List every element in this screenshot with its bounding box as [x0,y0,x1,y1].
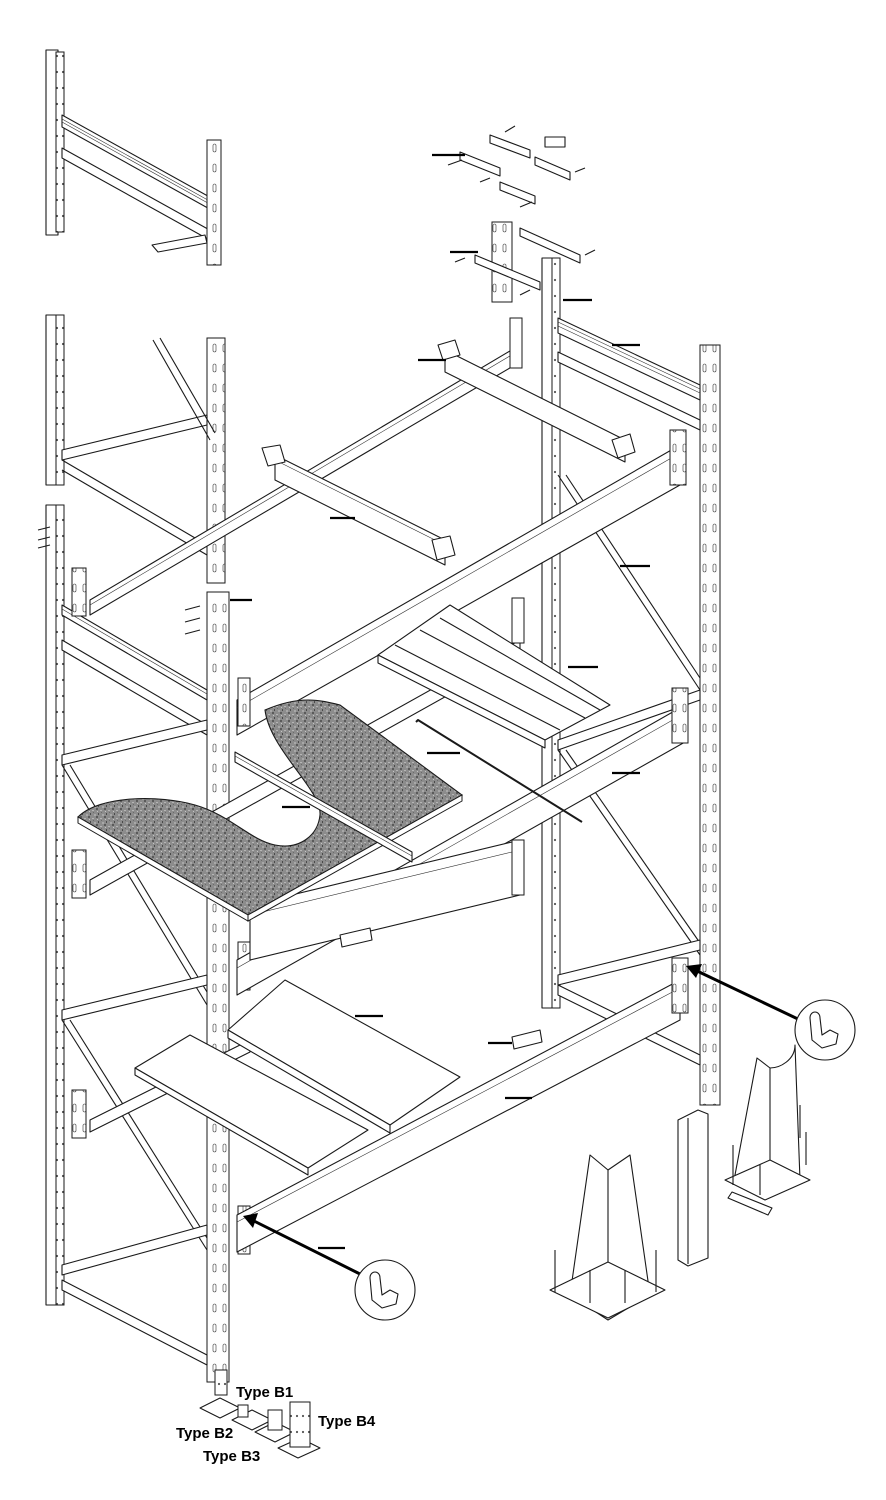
pallet-support-bar-lower [234,751,413,863]
label-type-b4: Type B4 [318,1413,376,1430]
safety-rod [415,719,583,823]
drum-chock [339,927,543,1050]
crossbar [261,444,456,566]
chipboard-panel [77,699,464,922]
pallet-support-bar [437,339,636,463]
row-spacer [454,221,596,303]
upright-frame-left [45,314,226,584]
frame-splice-kit [447,125,586,208]
label-type-b3: Type B3 [203,1448,260,1465]
column-guard-angle [549,1154,666,1321]
steel-deck-panel [377,604,611,749]
label-type-b2: Type B2 [176,1425,233,1442]
safety-lock-detail-left [243,1213,416,1321]
safety-lock-detail-right [686,964,856,1061]
shelf-panel [134,979,461,1176]
upright-main-left [37,504,251,1383]
column-guard-round [724,1044,811,1216]
base-plates [199,1369,321,1459]
upright-frame-extension [45,49,222,266]
column-guard-channel [677,1109,709,1267]
label-type-b1: Type B1 [236,1384,293,1401]
